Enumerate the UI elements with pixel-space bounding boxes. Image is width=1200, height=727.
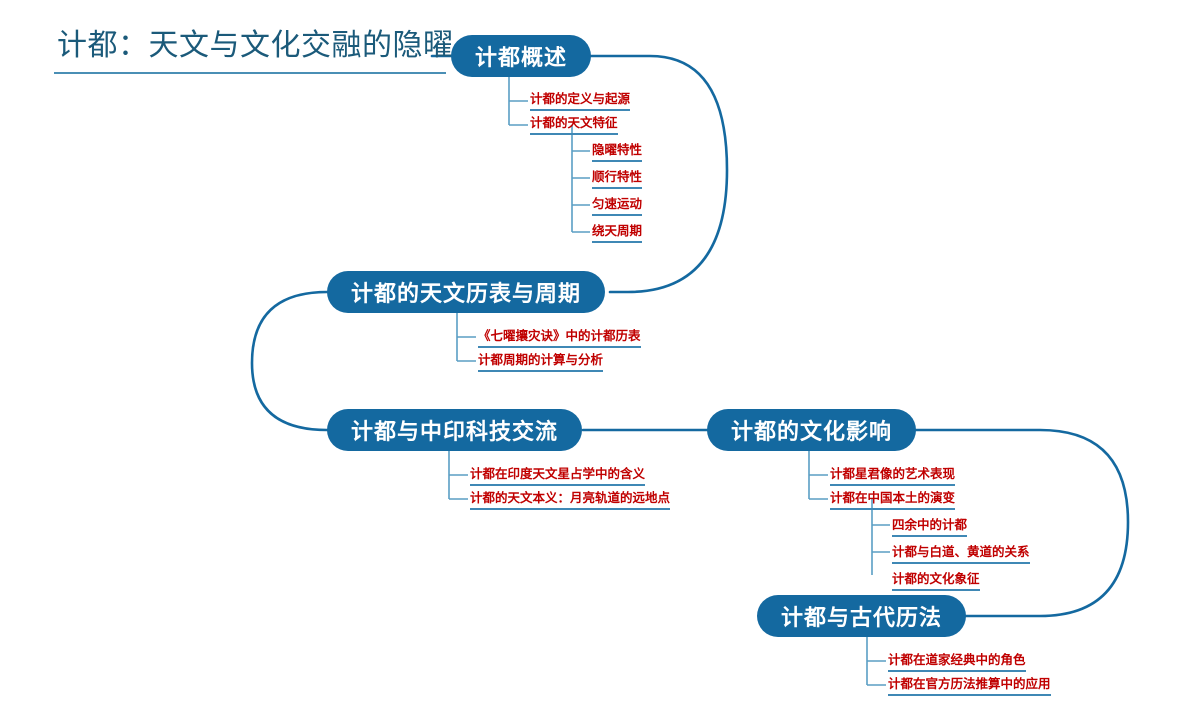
leaf-node[interactable]: 隐曜特性 [590, 143, 644, 164]
leaf-underline [592, 187, 642, 189]
leaf-underline [830, 484, 955, 486]
leaf-label: 计都周期的计算与分析 [478, 353, 604, 367]
leaf-underline [530, 133, 618, 135]
leaf-underline [478, 370, 603, 372]
leaf-label: 计都在道家经典中的角色 [888, 653, 1026, 667]
topic-pill-label: 计都概述 [475, 45, 568, 70]
leaf-label: 计都与白道、黄道的关系 [892, 545, 1030, 559]
leaf-underline [592, 160, 642, 162]
leaf-node[interactable]: 计都的天文特征 [528, 116, 620, 137]
leaf-underline [592, 241, 642, 243]
leaf-node[interactable]: 计都在道家经典中的角色 [886, 653, 1028, 674]
leaf-node[interactable]: 计都的天文本义：月亮轨道的远地点 [468, 491, 672, 512]
subtree-connectors-exchange [448, 451, 468, 500]
leaf-underline [592, 214, 642, 216]
leaf-label: 《七曜攘灾诀》中的计都历表 [478, 329, 641, 343]
leaf-underline [470, 508, 670, 510]
leaf-node[interactable]: 计都在印度天文星占学中的含义 [468, 467, 647, 488]
leaf-node[interactable]: 计都的文化象征 [890, 572, 982, 593]
leaf-node[interactable]: 计都周期的计算与分析 [476, 353, 605, 374]
leaf-node[interactable]: 计都在中国本土的演变 [828, 491, 957, 512]
leaf-underline [830, 508, 955, 510]
leaf-node[interactable]: 绕天周期 [590, 224, 644, 245]
leaf-underline [892, 562, 1030, 564]
leaf-node[interactable]: 计都与白道、黄道的关系 [890, 545, 1032, 566]
leaf-node[interactable]: 四余中的计都 [890, 518, 969, 539]
topic-pill-overview[interactable]: 计都概述 [451, 35, 592, 77]
leaf-label: 计都的文化象征 [892, 572, 980, 586]
leaf-underline [470, 484, 645, 486]
leaf-node[interactable]: 顺行特性 [590, 170, 644, 191]
topic-pill-exchange[interactable]: 计都与中印科技交流 [327, 409, 583, 451]
leaf-underline [892, 535, 967, 537]
leaf-label: 隐曜特性 [592, 143, 643, 157]
leaf-label: 计都的定义与起源 [530, 92, 631, 106]
subtree-connectors-calendar [866, 637, 886, 686]
leaf-label: 计都的天文本义：月亮轨道的远地点 [470, 491, 671, 505]
leaf-label: 计都在印度天文星占学中的含义 [470, 467, 646, 481]
topic-pill-culture[interactable]: 计都的文化影响 [707, 409, 917, 451]
leaf-label: 绕天周期 [592, 224, 643, 238]
leaf-label: 计都在中国本土的演变 [830, 491, 956, 505]
topic-pill-calendar[interactable]: 计都与古代历法 [757, 595, 967, 637]
leaf-node[interactable]: 计都星君像的艺术表现 [828, 467, 957, 488]
leaf-underline [892, 589, 980, 591]
topic-pill-ephemeris[interactable]: 计都的天文历表与周期 [327, 271, 606, 313]
topic-pill-label: 计都的文化影响 [731, 419, 893, 444]
leaf-label: 匀速运动 [592, 197, 643, 211]
subtree-connectors-overview [508, 77, 590, 233]
leaf-label: 计都星君像的艺术表现 [830, 467, 956, 481]
leaf-label: 顺行特性 [592, 170, 643, 184]
leaf-label: 计都的天文特征 [530, 116, 618, 130]
page-title-underline [54, 72, 446, 74]
leaf-underline [530, 109, 630, 111]
leaf-label: 计都在官方历法推算中的应用 [888, 677, 1051, 691]
subtree-connectors-culture [808, 451, 890, 575]
leaf-underline [888, 670, 1026, 672]
wire-ephemeris-to-exchange [250, 290, 329, 432]
leaf-node[interactable]: 《七曜攘灾诀》中的计都历表 [476, 329, 643, 350]
leaf-label: 四余中的计都 [892, 518, 968, 532]
topic-pill-label: 计都与古代历法 [781, 605, 943, 630]
leaf-node[interactable]: 计都的定义与起源 [528, 92, 632, 113]
topic-pill-label: 计都与中印科技交流 [351, 419, 559, 444]
leaf-node[interactable]: 计都在官方历法推算中的应用 [886, 677, 1053, 698]
leaf-node[interactable]: 匀速运动 [590, 197, 644, 218]
subtree-connectors-ephemeris [456, 313, 476, 362]
leaf-underline [478, 346, 641, 348]
topic-pill-label: 计都的天文历表与周期 [351, 281, 582, 306]
leaf-underline [888, 694, 1051, 696]
page-title: 计都：天文与文化交融的隐曜 [57, 29, 454, 62]
